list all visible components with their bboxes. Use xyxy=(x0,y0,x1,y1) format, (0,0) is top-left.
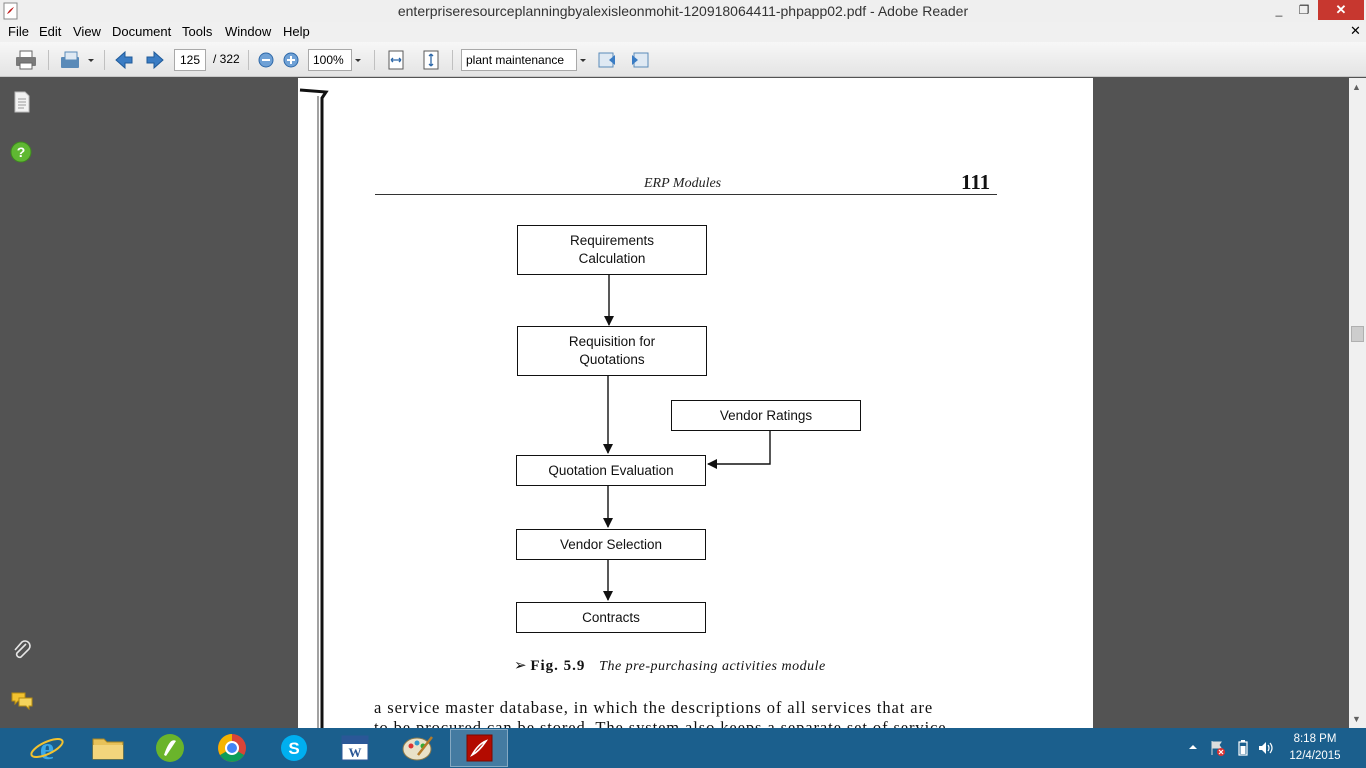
menu-file[interactable]: File xyxy=(8,24,29,39)
adobe-reader-app-icon[interactable] xyxy=(3,2,19,20)
paint-palette-icon xyxy=(402,736,433,761)
taskbar-skype[interactable]: S xyxy=(265,729,323,767)
page-thumbnails-icon[interactable] xyxy=(10,90,34,114)
print-icon[interactable] xyxy=(14,49,38,71)
box-requirements-calculation: Requirements Calculation xyxy=(517,225,707,275)
svg-text:S: S xyxy=(288,739,299,758)
box-requisition-for-quotations: Requisition for Quotations xyxy=(517,326,707,376)
svg-text:W: W xyxy=(349,745,362,760)
arrow-ratings-to-evaluation xyxy=(707,431,771,469)
caption-marker: ➢ xyxy=(514,658,527,674)
header-rule xyxy=(375,194,997,195)
document-area: ERP Modules 111 Requirements Calculation… xyxy=(42,78,1349,728)
word-icon: W xyxy=(341,735,369,761)
box-vendor-ratings: Vendor Ratings xyxy=(671,400,861,431)
clock-date[interactable]: 12/4/2015 xyxy=(1289,750,1341,762)
body-line: a service master database, in which the … xyxy=(374,698,934,717)
toolbar-separator xyxy=(374,50,375,70)
body-paragraph: a service master database, in which the … xyxy=(374,698,996,728)
svg-text:?: ? xyxy=(17,144,26,160)
minimize-button[interactable]: _ xyxy=(1275,3,1283,17)
menu-tools[interactable]: Tools xyxy=(182,24,213,39)
taskbar-word[interactable]: W xyxy=(326,729,384,767)
figure-caption: ➢ Fig. 5.9 The pre-purchasing activities… xyxy=(514,656,826,675)
attachments-icon[interactable] xyxy=(10,638,34,662)
figure-number: Fig. 5.9 xyxy=(530,658,586,674)
fit-page-icon[interactable] xyxy=(420,49,442,71)
menu-view[interactable]: View xyxy=(73,24,101,39)
scroll-up-arrow-icon[interactable]: ▲ xyxy=(1352,82,1361,92)
skype-icon: S xyxy=(281,735,307,761)
taskbar-internet-explorer[interactable]: e xyxy=(18,729,76,767)
chrome-icon xyxy=(218,734,246,762)
menu-document[interactable]: Document xyxy=(112,24,172,39)
battery-icon[interactable] xyxy=(1236,739,1250,757)
taskbar-file-explorer[interactable] xyxy=(79,729,137,767)
previous-page-icon[interactable] xyxy=(113,49,135,71)
zoom-level-input[interactable]: 100% xyxy=(308,49,352,71)
search-dropdown-icon[interactable] xyxy=(577,49,589,71)
maximize-button[interactable]: ❐ xyxy=(1298,3,1310,17)
toolbar: 125 / 322 100% plant maintenance xyxy=(0,42,1366,77)
box-contracts: Contracts xyxy=(516,602,706,633)
document-close-button[interactable]: ✕ xyxy=(1350,23,1361,38)
zoom-out-icon[interactable] xyxy=(257,49,275,71)
clock-time[interactable]: 8:18 PM xyxy=(1293,733,1337,745)
body-line: to be procured can be stored. The system… xyxy=(374,718,947,728)
find-next-icon[interactable] xyxy=(628,49,650,71)
caption-text: The pre-purchasing activities module xyxy=(599,659,826,674)
zoom-dropdown-icon[interactable] xyxy=(352,49,364,71)
flowchart-connectors xyxy=(603,275,771,601)
svg-text:e: e xyxy=(40,730,54,766)
vertical-scrollbar[interactable]: ▲ ▼ xyxy=(1349,78,1366,728)
find-previous-icon[interactable] xyxy=(597,49,619,71)
window-title: enterpriseresourceplanningbyalexisleonmo… xyxy=(397,3,969,19)
comments-icon[interactable] xyxy=(10,688,34,712)
taskbar-adobe-reader[interactable] xyxy=(450,729,508,767)
menu-window[interactable]: Window xyxy=(225,24,272,39)
action-center-icon[interactable] xyxy=(1208,739,1226,757)
box-quotation-evaluation: Quotation Evaluation xyxy=(516,455,706,486)
share-icon[interactable] xyxy=(58,49,96,71)
volume-icon[interactable] xyxy=(1257,739,1275,757)
toolbar-separator xyxy=(248,50,249,70)
next-page-icon[interactable] xyxy=(144,49,166,71)
toolbar-separator xyxy=(48,50,49,70)
page-total: / 322 xyxy=(213,52,240,66)
fit-width-icon[interactable] xyxy=(385,49,407,71)
taskbar-evernote[interactable] xyxy=(141,729,199,767)
help-icon[interactable]: ? xyxy=(10,140,34,164)
folder-icon xyxy=(92,738,124,760)
search-input[interactable]: plant maintenance xyxy=(461,49,577,71)
zoom-in-icon[interactable] xyxy=(282,49,300,71)
menu-help[interactable]: Help xyxy=(283,24,310,39)
taskbar-chrome[interactable] xyxy=(203,729,261,767)
taskbar: e S W xyxy=(0,728,1366,768)
title-bar: enterpriseresourceplanningbyalexisleonmo… xyxy=(0,0,1366,22)
internet-explorer-icon: e xyxy=(30,730,64,766)
scrollbar-thumb[interactable] xyxy=(1351,326,1364,342)
taskbar-paint[interactable] xyxy=(388,729,446,767)
menu-bar: File Edit View Document Tools Window Hel… xyxy=(0,22,1366,42)
box-vendor-selection: Vendor Selection xyxy=(516,529,706,560)
page-number-label: 111 xyxy=(961,170,991,194)
scan-binding-edge xyxy=(299,88,329,728)
page-number-input[interactable]: 125 xyxy=(174,49,206,71)
pdf-page: ERP Modules 111 Requirements Calculation… xyxy=(298,78,1093,728)
running-head: ERP Modules xyxy=(644,176,722,191)
close-button[interactable]: ✕ xyxy=(1318,0,1364,20)
evernote-icon xyxy=(156,734,184,762)
navigation-pane: ? xyxy=(0,78,42,728)
toolbar-separator xyxy=(452,50,453,70)
tray-overflow-icon[interactable] xyxy=(1186,740,1200,754)
toolbar-separator xyxy=(104,50,105,70)
menu-edit[interactable]: Edit xyxy=(39,24,62,39)
scroll-down-arrow-icon[interactable]: ▼ xyxy=(1352,714,1361,724)
adobe-reader-icon xyxy=(466,734,493,762)
